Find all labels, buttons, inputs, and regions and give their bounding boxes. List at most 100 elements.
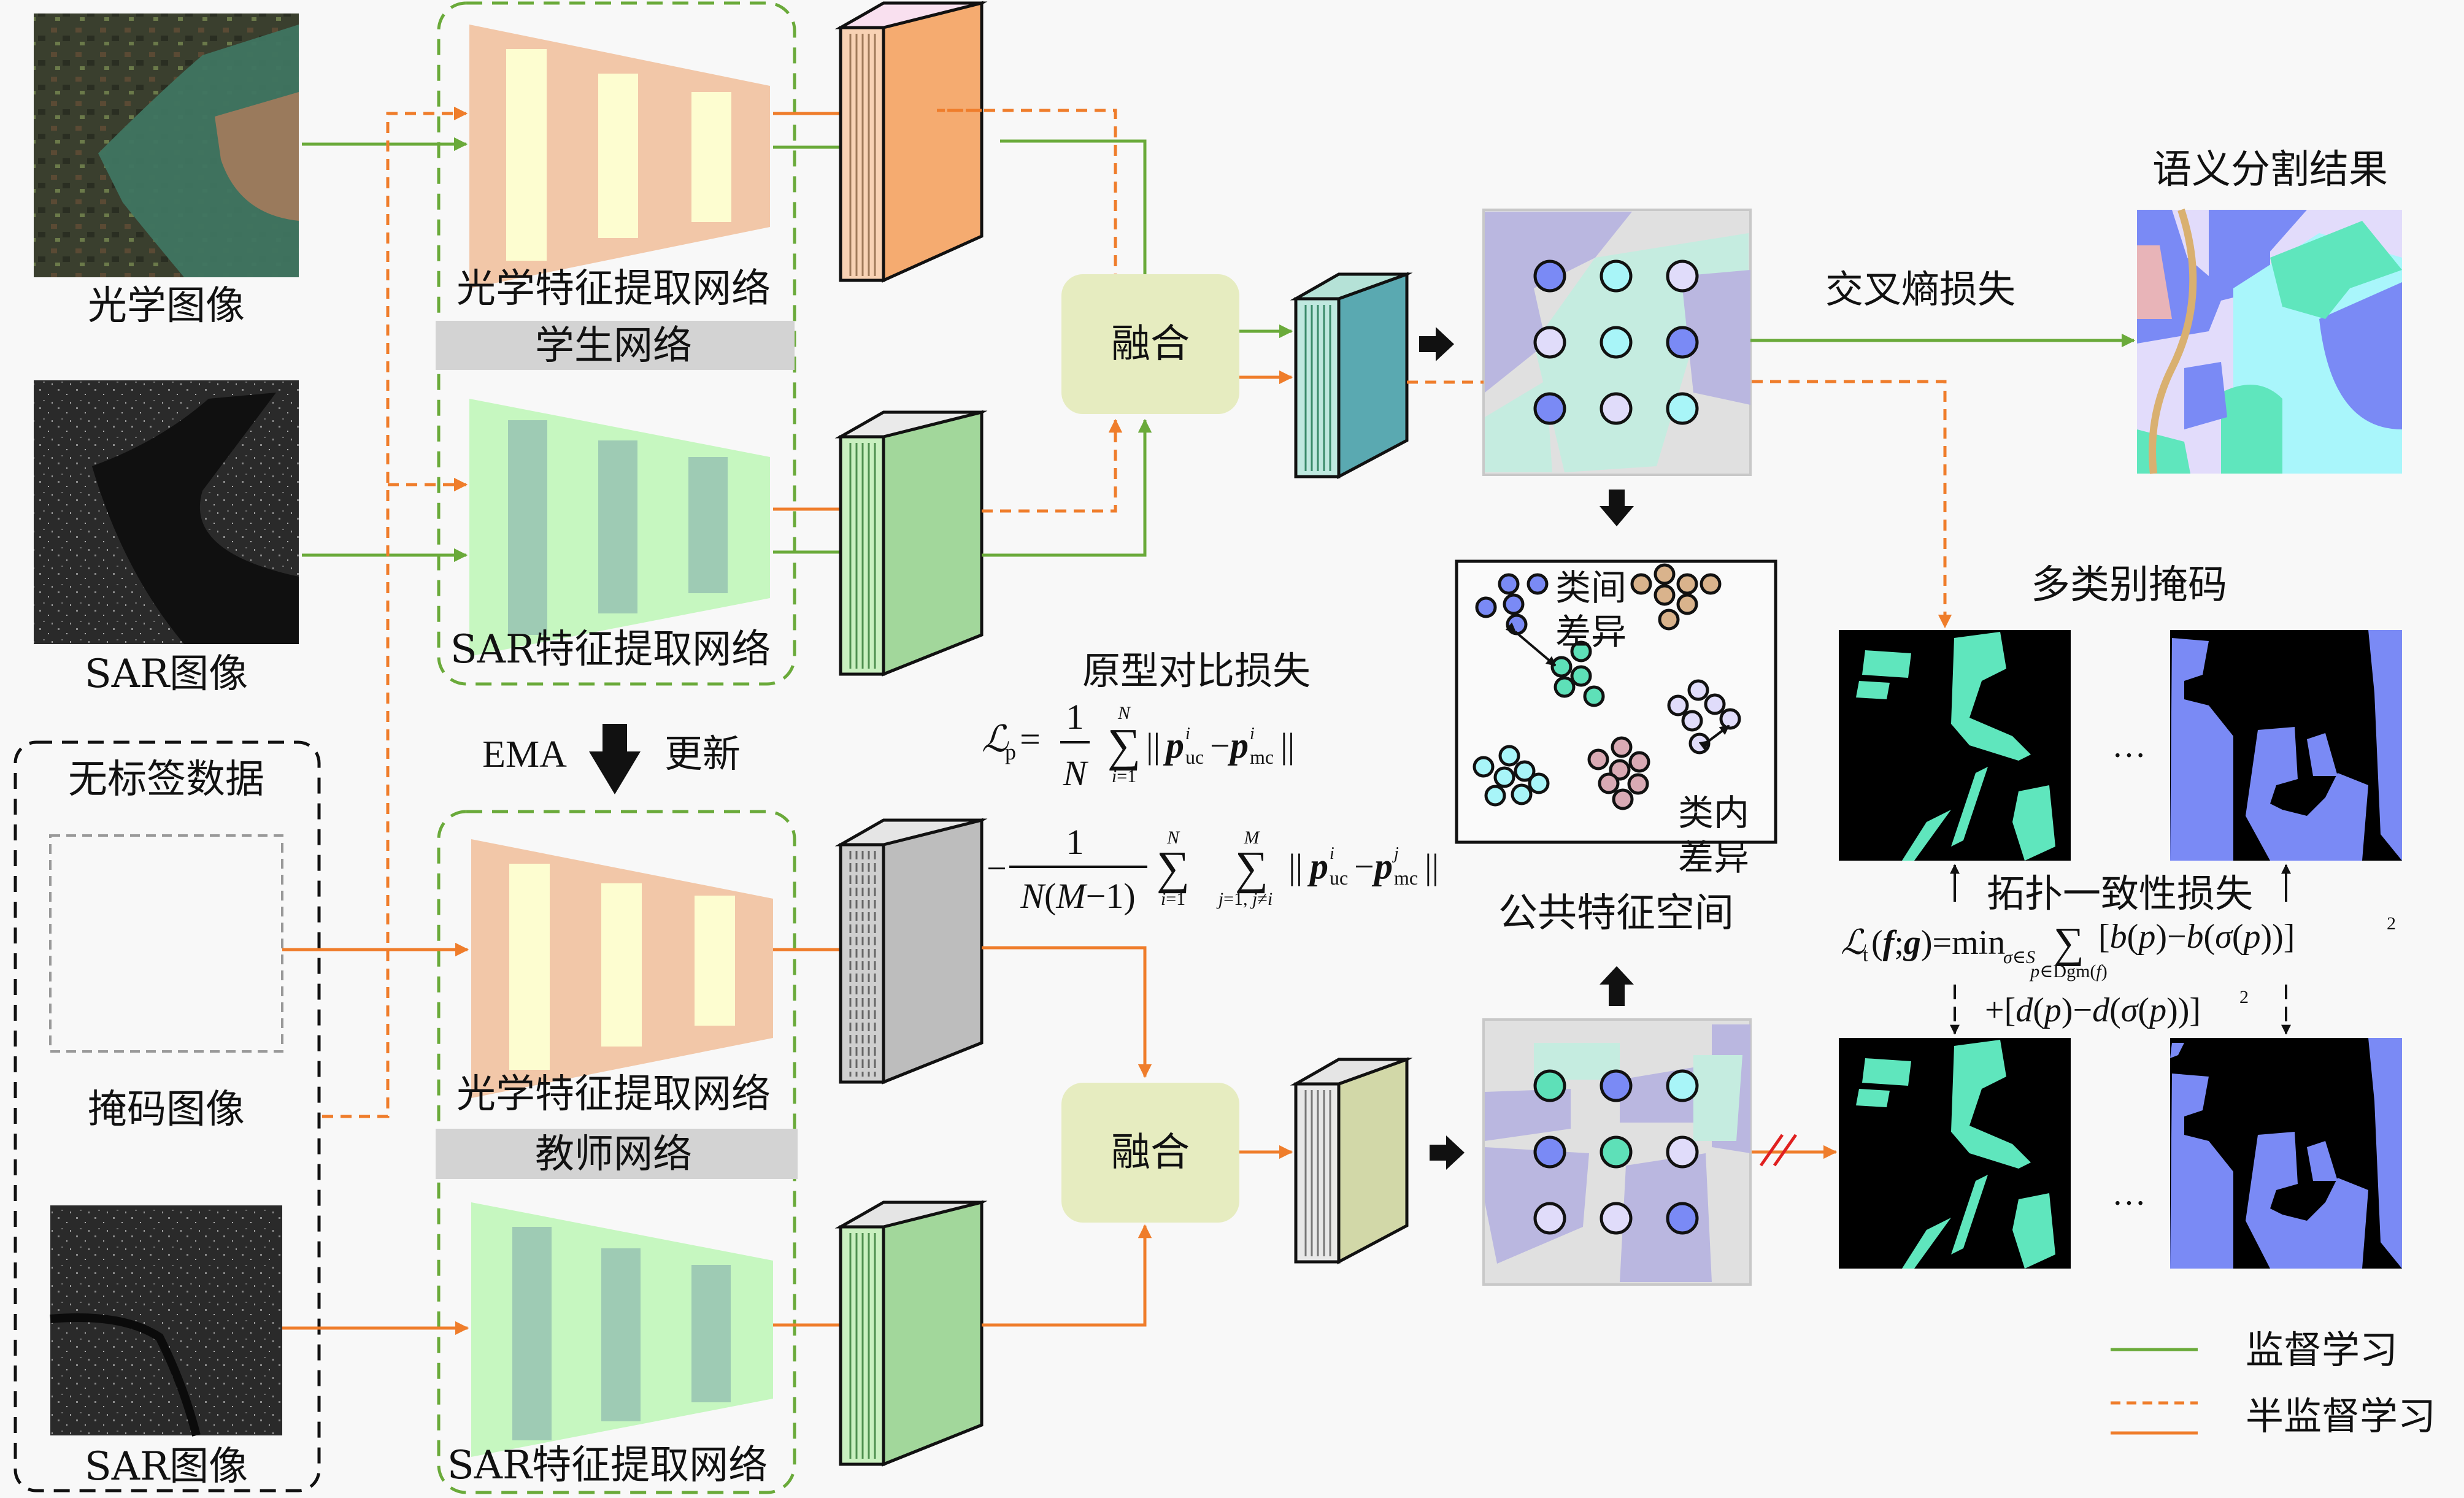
fusion-label-top: 融合 — [1111, 321, 1190, 367]
up-arrow-icon — [1600, 966, 1634, 1006]
arrow-optical-feat-to-fusion-green — [1000, 139, 1152, 290]
svg-text:∑: ∑ — [1235, 842, 1268, 894]
prototype-node — [1666, 1202, 1699, 1235]
arrow-teacher-optical-feat-to-fusion — [982, 946, 1152, 1078]
svg-text:j: j — [1392, 844, 1399, 863]
prototype-node — [1666, 326, 1699, 359]
feature-point — [1676, 593, 1698, 615]
svg-text:N(M−1): N(M−1) — [1020, 876, 1135, 916]
sar-image-label-bottom: SAR图像 — [85, 1444, 248, 1489]
cross-entropy-label: 交叉熵损失 — [1825, 267, 2015, 312]
svg-text:uc: uc — [1330, 867, 1348, 889]
ema-label: EMA — [482, 734, 567, 775]
feature-point — [1506, 613, 1528, 636]
student-sar-net-label: SAR特征提取网络 — [450, 627, 771, 672]
svg-text:+[d(p)−d(σ(p))]: +[d(p)−d(σ(p))] — [1985, 991, 2201, 1029]
mask-green-bottom — [1839, 1038, 2071, 1269]
svg-text:1: 1 — [1066, 822, 1084, 862]
ema-update-label: 更新 — [664, 731, 741, 776]
intra-class-distance-arrow — [1698, 724, 1730, 751]
sar-image-label-top: SAR图像 — [85, 651, 248, 697]
svg-text:σ∈S: σ∈S — [2003, 947, 2035, 967]
svg-text:i=1: i=1 — [1161, 889, 1185, 909]
student-network-banner — [436, 321, 795, 370]
feature-point — [1498, 573, 1520, 595]
prototype-node — [1600, 392, 1633, 425]
feature-point — [1583, 685, 1605, 707]
teacher-optical-feature-block — [834, 818, 988, 1085]
feature-point — [1570, 640, 1592, 663]
svg-text:i: i — [1250, 724, 1255, 743]
feature-point — [1667, 694, 1689, 716]
feature-point — [1658, 609, 1680, 631]
feature-point — [1609, 759, 1631, 781]
svg-text:2: 2 — [2387, 913, 2396, 934]
arrow-sar-feat-to-fusion-green — [982, 418, 1152, 557]
prototype-node — [1600, 1202, 1633, 1235]
svg-text:=: = — [1020, 719, 1041, 759]
feature-point — [1587, 748, 1609, 770]
inter-class-label-1: 类间 — [1555, 567, 1627, 609]
sar-image-bottom — [50, 1205, 282, 1437]
legend-supervised-label: 监督学习 — [2246, 1327, 2398, 1372]
svg-text:||: || — [1425, 847, 1439, 886]
svg-text:j=1, j≠i: j=1, j≠i — [1216, 889, 1272, 909]
prototype-node — [1600, 1135, 1633, 1169]
feature-point — [1700, 573, 1722, 595]
svg-text:1: 1 — [1066, 697, 1084, 737]
prototype-loss-formula: ℒ p = 1 N N ∑ i=1 || p i uc − p i mc || … — [982, 697, 1439, 916]
feature-point — [1687, 679, 1709, 701]
prototype-node — [1533, 392, 1566, 425]
feature-point — [1628, 751, 1650, 773]
svg-text:∑: ∑ — [1157, 842, 1190, 894]
feature-map-bottom — [1482, 1018, 1752, 1286]
stop-gradient-icon — [1759, 1134, 1798, 1167]
prototype-node — [1666, 1135, 1699, 1169]
feature-point — [1719, 708, 1741, 730]
teacher-sar-encoder — [471, 1202, 773, 1457]
feature-point — [1598, 772, 1620, 794]
svg-text:||: || — [1288, 847, 1303, 886]
feature-point — [1612, 788, 1634, 810]
multiclass-mask-title: 多类别掩码 — [2031, 563, 2227, 608]
fused-feature-block-top — [1290, 272, 1413, 480]
prototype-node — [1533, 1069, 1566, 1102]
teacher-sar-net-label: SAR特征提取网络 — [447, 1443, 768, 1488]
topology-arrows — [1950, 864, 2291, 1035]
arrow-optical-feat-to-fusion-orange — [937, 109, 1123, 290]
segmentation-result-map — [2137, 209, 2402, 474]
svg-text:p: p — [1163, 725, 1184, 766]
svg-text:p: p — [1307, 846, 1328, 886]
svg-text:t: t — [1863, 943, 1868, 966]
svg-text:uc: uc — [1185, 746, 1204, 768]
teacher-optical-encoder — [471, 839, 773, 1098]
right-arrow-icon-bottom — [1430, 1135, 1465, 1170]
feature-point — [1498, 745, 1520, 767]
feature-point — [1473, 756, 1495, 778]
feature-point — [1688, 732, 1711, 755]
fusion-label-bottom: 融合 — [1111, 1130, 1190, 1175]
mask-image-placeholder — [49, 834, 283, 1053]
prototype-node — [1600, 259, 1633, 293]
svg-text:[b(p)−b(σ(p))]: [b(p)−b(σ(p))] — [2098, 918, 2295, 956]
svg-text:N: N — [1063, 753, 1089, 793]
prototype-node — [1533, 259, 1566, 293]
common-feature-space-title: 公共特征空间 — [1498, 891, 1734, 936]
arrow-mask-to-student-optical — [322, 106, 468, 1118]
optical-image — [34, 13, 299, 277]
svg-text:ℒ: ℒ — [982, 719, 1009, 759]
teacher-network-banner — [436, 1129, 798, 1179]
feature-point — [1514, 760, 1536, 782]
student-optical-encoder — [469, 25, 770, 288]
feature-point — [1553, 676, 1576, 698]
svg-text:N: N — [1117, 703, 1131, 723]
legend-semi-supervised-label: 半监督学习 — [2246, 1394, 2436, 1438]
unlabeled-data-title: 无标签数据 — [68, 757, 264, 802]
prototype-node — [1533, 1202, 1566, 1235]
teacher-optical-net-label: 光学特征提取网络 — [456, 1072, 771, 1117]
prototype-loss-title: 原型对比损失 — [1082, 648, 1311, 693]
svg-text:mc: mc — [1394, 867, 1418, 889]
optical-image-label: 光学图像 — [88, 283, 245, 329]
feature-map-top — [1482, 209, 1752, 476]
svg-text:p: p — [1371, 846, 1393, 886]
